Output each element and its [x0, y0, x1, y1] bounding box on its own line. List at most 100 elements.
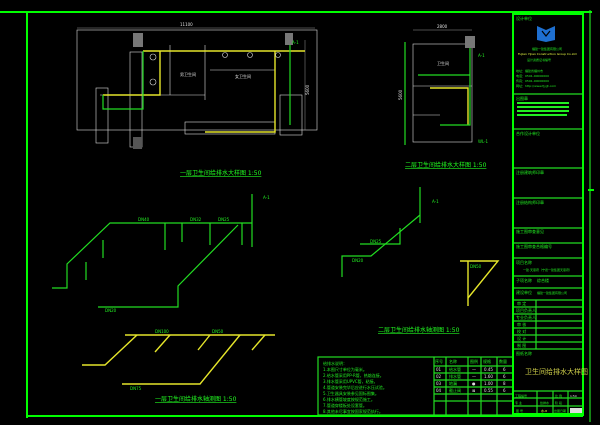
pipe-label: DN75	[130, 386, 142, 391]
address: 地址：福建省福州市	[516, 68, 543, 73]
cert-no: 设计资质证书编号	[527, 57, 551, 62]
table-cell: 6	[503, 367, 506, 372]
table-cell: 8	[503, 381, 506, 386]
field-label: 注册结构师印章	[516, 199, 544, 205]
table-cell: 1.00	[484, 381, 493, 386]
notes-heading: 给排水说明：	[323, 360, 347, 366]
company-name: 福建一建集团有限公司	[532, 46, 562, 51]
plan-floor2: 2800 5600 卫生间 A-1 WL-1 二层卫生间给排水大样图 1:50	[398, 24, 489, 169]
drawing-name: 卫生间给排水大样图	[525, 367, 588, 376]
role-label: 设 计	[517, 335, 526, 341]
riser-label: A-1	[478, 53, 485, 58]
dim-label: 5600	[398, 89, 403, 100]
web: 网址：http://www.fjyjjt.com	[516, 83, 556, 88]
plan1-title: 一层卫生间给排水大样图 1:50	[180, 169, 262, 177]
table-cell: 04	[436, 388, 442, 393]
pipe-label: DN20	[352, 258, 364, 263]
role-label: 审 核	[517, 321, 526, 327]
seal-label: 出图章	[516, 95, 528, 101]
table-header: 数量	[499, 358, 507, 364]
pipe-label: DN32	[190, 217, 202, 222]
table-cell: 6	[503, 374, 506, 379]
pipe-label: DN20	[105, 308, 117, 313]
table-cell: ⊠	[472, 388, 475, 393]
note-line: 2.给水管采用PP-R管，热熔连接。	[323, 372, 384, 378]
dim-label: 5600	[305, 84, 310, 95]
pipe-label: DN25	[218, 217, 230, 222]
plan2-title: 二层卫生间给排水大样图 1:50	[405, 161, 487, 169]
notes-panel: 给排水说明： 1.本图尺寸单位为毫米。 2.给水管采用PP-R管，热熔连接。 3…	[317, 356, 514, 416]
note-line: 6.排水横管坡度按规范施工。	[323, 396, 375, 402]
axon2-title: 二层卫生间给排水轴测图 1:50	[378, 326, 460, 334]
field-label: 建设单位	[516, 289, 532, 295]
table-row: 03 地漏 ● 1.00 8	[436, 380, 506, 386]
field-label: 出图日期	[554, 408, 566, 413]
table-header: 序号	[435, 358, 443, 364]
riser-label: WL-1	[478, 139, 489, 144]
table-cell: 0.45	[484, 367, 493, 372]
room-label: 男卫生间	[180, 71, 196, 77]
field-label: 子项名称	[516, 277, 532, 283]
role-label: 专业负责人	[516, 314, 536, 320]
field-label: 合作设计单位	[516, 130, 540, 136]
axon-floor2: A-1 DN25 DN20 DN50 二层卫生间给排水轴测图 1:50	[341, 187, 500, 334]
note-line: 7.管道穿楼板处设套管。	[323, 402, 367, 408]
scale-value: 1:50	[570, 394, 577, 398]
role-label: 审 定	[517, 300, 526, 306]
table-header: 名称	[449, 358, 457, 364]
axon-floor1: DN40 DN32 DN25 DN20 A-1 DN100 DN50 DN75 …	[52, 194, 275, 403]
pipe-label: DN25	[370, 239, 382, 244]
table-header: 规格	[483, 358, 491, 364]
pipe-label: DN40	[138, 217, 150, 222]
table-row: 01 给水管 — 0.45 6	[436, 366, 506, 372]
pipe-label: DN50	[470, 264, 482, 269]
material-table: 序号 名称 图例 规格 数量 01 给水管 — 0.45 6 02 排水管 — 1.60 6 0…	[433, 357, 513, 415]
field-label: 项目名称	[516, 259, 532, 265]
table-cell: —	[472, 367, 476, 372]
field-label: 注册建筑师印章	[516, 169, 544, 175]
field-label: 施工图审查意见	[516, 228, 544, 234]
table-cell: 1.60	[484, 374, 493, 379]
table-cell: 排水管	[449, 373, 461, 379]
pipe-label: DN50	[212, 329, 224, 334]
axon1-title: 一层卫生间给排水轴测图 1:50	[155, 395, 237, 403]
room-label: 女卫生间	[235, 73, 251, 79]
field-label: 比 例	[555, 393, 562, 398]
field-label: 工程编号	[515, 393, 527, 398]
role-label: 制 图	[517, 342, 526, 348]
riser-label: A-1	[263, 195, 270, 200]
client-name: 福建一建集团有限公司	[537, 290, 567, 295]
note-line: 4.管道安装完毕后应进行水压试验。	[323, 384, 387, 390]
project-name: 一建·天恩府（宁德一建集团天恩府）	[523, 267, 572, 272]
title-block: 设计单位 福建一建集团有限公司 FuJian Yijian Constructi…	[512, 13, 588, 415]
table-cell: ●	[472, 381, 476, 386]
note-line: 3.排水管采用UPVC管，粘接。	[323, 378, 378, 384]
table-cell: —	[472, 374, 476, 379]
note-line: 8.其他未尽事宜按国家规范执行。	[323, 408, 383, 414]
table-cell: 01	[436, 367, 442, 372]
room-label: 卫生间	[437, 60, 449, 66]
dim-label: 11100	[180, 22, 193, 27]
fax: 传真：0591-00000000	[516, 78, 549, 83]
company-en: FuJian Yijian Construction Group Co.Ltd	[518, 52, 577, 56]
table-cell: 截止阀	[449, 387, 461, 393]
riser-label: A-1	[432, 199, 439, 204]
company-label: 设计单位	[516, 15, 532, 21]
table-cell: 给水管	[449, 366, 461, 372]
table-cell: 6	[503, 388, 506, 393]
note-line: 5.卫生器具安装参见国标图集。	[323, 390, 379, 396]
pipe-label: DN100	[155, 329, 169, 334]
table-header: 图例	[470, 358, 478, 364]
field-label: 施工图审查合格编号	[516, 243, 552, 249]
table-cell: 02	[436, 374, 442, 379]
role-label: 项目负责人	[516, 307, 536, 313]
plan-floor1: 11100 5600 男卫生间 女卫生间 A-1 一层卫生间给排水大样图 1:5…	[76, 22, 318, 177]
table-cell: 地漏	[449, 380, 457, 386]
field-label: 图纸名称	[516, 350, 532, 356]
subitem-name: 综合楼	[537, 277, 549, 283]
field-label: 阶 段	[555, 400, 562, 405]
discipline-value: 给排水	[540, 400, 549, 405]
table-cell: 03	[436, 381, 442, 386]
